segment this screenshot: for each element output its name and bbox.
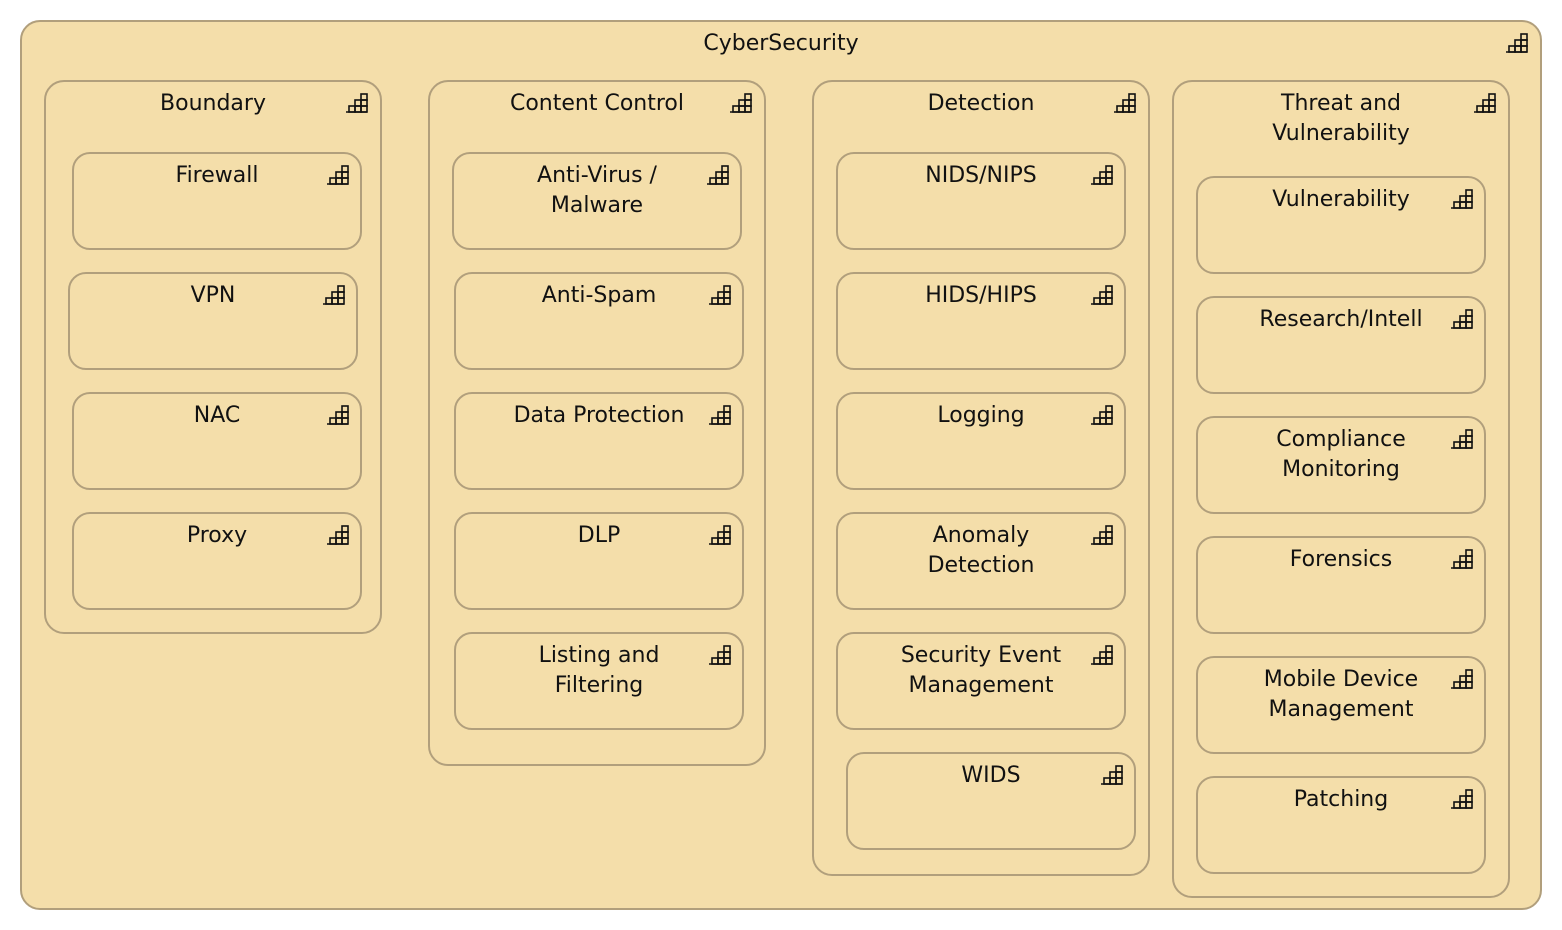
- capability-label: Research/Intell: [1259, 307, 1423, 332]
- capability-icon: [707, 644, 733, 670]
- capability-mobile-device-management[interactable]: Mobile Device Management: [1196, 656, 1486, 754]
- capability-icon: [321, 284, 347, 310]
- capability-data-protection[interactable]: Data Protection: [454, 392, 744, 490]
- capability-icon: [705, 164, 731, 190]
- capability-label: HIDS/HIPS: [925, 283, 1037, 308]
- capability-icon: [1449, 308, 1475, 334]
- capability-hids-hips[interactable]: HIDS/HIPS: [836, 272, 1126, 370]
- capability-compliance-monitoring[interactable]: Compliance Monitoring: [1196, 416, 1486, 514]
- capability-label: NAC: [193, 403, 241, 428]
- capability-icon: [707, 404, 733, 430]
- capability-label: NIDS/NIPS: [925, 163, 1037, 188]
- capability-forensics[interactable]: Forensics: [1196, 536, 1486, 634]
- capability-icon: [707, 524, 733, 550]
- capability-label: Listing and Filtering: [538, 643, 660, 698]
- capability-label: DLP: [577, 523, 621, 548]
- capability-anti-spam[interactable]: Anti-Spam: [454, 272, 744, 370]
- group-title: Content Control: [509, 91, 684, 116]
- capability-icon: [1504, 32, 1530, 58]
- capability-nac[interactable]: NAC: [72, 392, 362, 490]
- capability-vpn[interactable]: VPN: [68, 272, 358, 370]
- capability-icon: [1089, 404, 1115, 430]
- capability-icon: [325, 524, 351, 550]
- capability-label: Logging: [937, 403, 1025, 428]
- cybersecurity-title: CyberSecurity: [703, 31, 859, 56]
- capability-security-event-management[interactable]: Security Event Management: [836, 632, 1126, 730]
- capability-label: Security Event Management: [900, 643, 1062, 698]
- capability-icon: [728, 92, 754, 118]
- capability-proxy[interactable]: Proxy: [72, 512, 362, 610]
- capability-label: Data Protection: [513, 403, 685, 428]
- capability-patching[interactable]: Patching: [1196, 776, 1486, 874]
- capability-label: Firewall: [175, 163, 259, 188]
- capability-icon: [325, 404, 351, 430]
- capability-anomaly-detection[interactable]: Anomaly Detection: [836, 512, 1126, 610]
- group-title: Boundary: [160, 91, 266, 116]
- capability-icon: [1449, 428, 1475, 454]
- capability-label: WIDS: [961, 763, 1021, 788]
- capability-icon: [707, 284, 733, 310]
- capability-label: Anti-Spam: [541, 283, 657, 308]
- capability-icon: [344, 92, 370, 118]
- capability-label: Vulnerability: [1272, 187, 1410, 212]
- capability-icon: [1089, 644, 1115, 670]
- capability-icon: [1449, 188, 1475, 214]
- capability-icon: [1112, 92, 1138, 118]
- capability-label: Compliance Monitoring: [1276, 427, 1406, 482]
- capability-label: VPN: [190, 283, 236, 308]
- capability-logging[interactable]: Logging: [836, 392, 1126, 490]
- capability-icon: [1449, 788, 1475, 814]
- capability-label: Anti-Virus / Malware: [537, 163, 657, 218]
- capability-nids-nips[interactable]: NIDS/NIPS: [836, 152, 1126, 250]
- capability-vulnerability[interactable]: Vulnerability: [1196, 176, 1486, 274]
- capability-anti-virus-malware[interactable]: Anti-Virus / Malware: [452, 152, 742, 250]
- capability-label: Anomaly Detection: [927, 523, 1035, 578]
- capability-research-intell[interactable]: Research/Intell: [1196, 296, 1486, 394]
- capability-icon: [1089, 524, 1115, 550]
- capability-icon: [1449, 548, 1475, 574]
- group-title: Detection: [927, 91, 1035, 116]
- capability-icon: [1099, 764, 1125, 790]
- capability-label: Proxy: [186, 523, 248, 548]
- capability-icon: [1472, 92, 1498, 118]
- capability-firewall[interactable]: Firewall: [72, 152, 362, 250]
- capability-listing-and-filtering[interactable]: Listing and Filtering: [454, 632, 744, 730]
- capability-label: Patching: [1293, 787, 1389, 812]
- capability-icon: [1089, 284, 1115, 310]
- capability-label: Forensics: [1289, 547, 1393, 572]
- capability-label: Mobile Device Management: [1263, 667, 1419, 722]
- capability-dlp[interactable]: DLP: [454, 512, 744, 610]
- capability-icon: [1089, 164, 1115, 190]
- capability-icon: [1449, 668, 1475, 694]
- group-title: Threat and Vulnerability: [1272, 91, 1410, 146]
- capability-wids[interactable]: WIDS: [846, 752, 1136, 850]
- capability-icon: [325, 164, 351, 190]
